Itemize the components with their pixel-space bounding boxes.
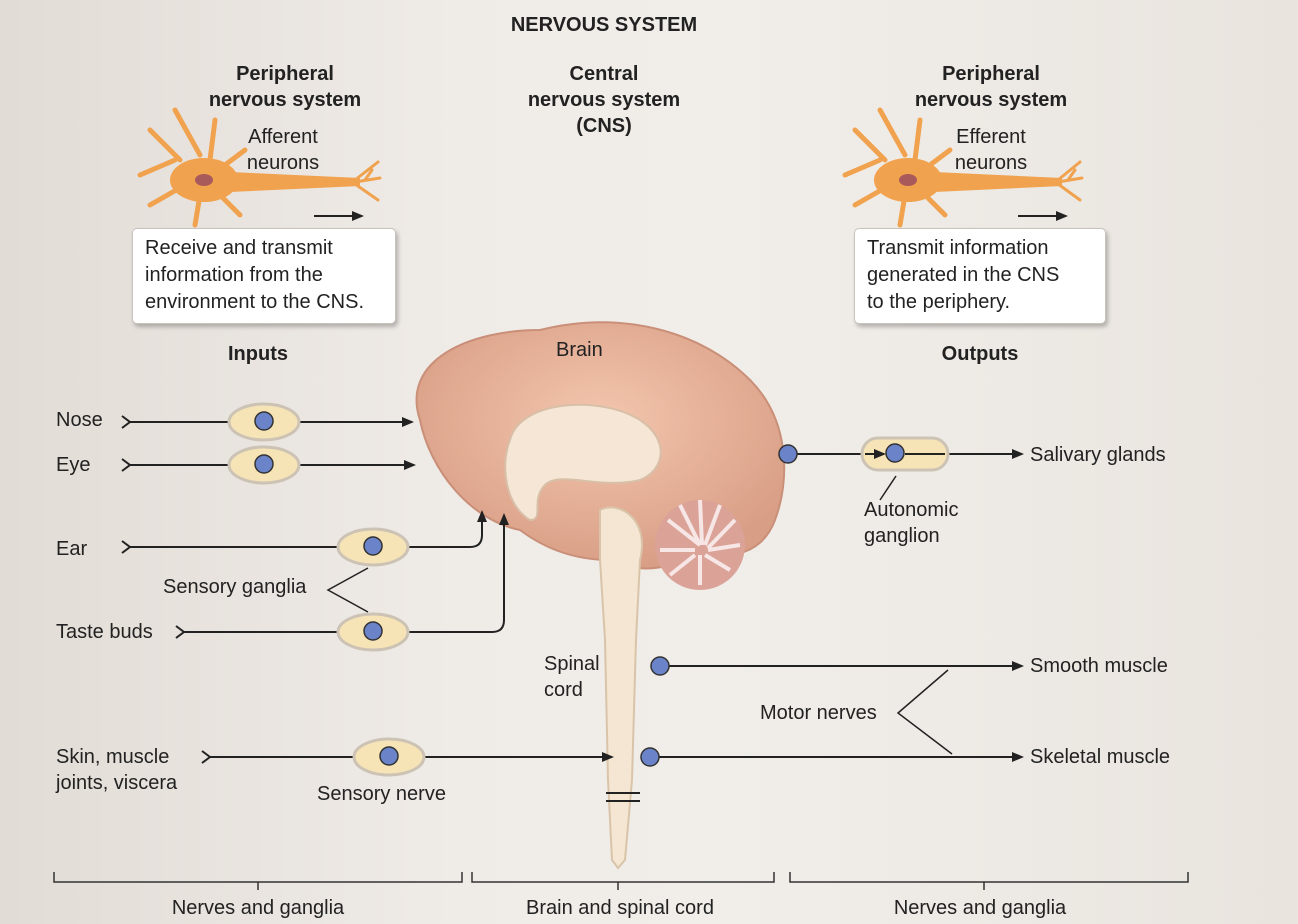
autonomic-ganglion-pointer bbox=[879, 475, 897, 501]
outputs-heading: Outputs bbox=[941, 343, 1019, 365]
spinal-cord-illustration bbox=[599, 506, 643, 870]
bracket-left bbox=[53, 872, 463, 890]
motor-nerves-pointer bbox=[896, 669, 953, 755]
input-label-nose: Nose bbox=[56, 409, 103, 431]
input-label-ear: Ear bbox=[56, 538, 88, 560]
efferent-neurons-label: Efferent neurons bbox=[954, 126, 1028, 174]
efferent-neuron-icon bbox=[842, 107, 1084, 228]
bracket-center bbox=[471, 872, 775, 890]
right-column-heading: Peripheral nervous system bbox=[914, 63, 1068, 111]
sensory-ganglion bbox=[336, 527, 410, 567]
afferent-neurons-label: Afferent neurons bbox=[246, 126, 320, 174]
diagram-title: NERVOUS SYSTEM bbox=[510, 14, 698, 36]
left-column-heading: Peripheral nervous system bbox=[208, 63, 362, 111]
cns-neuron-dot bbox=[650, 656, 670, 676]
bracket-label-left: Nerves and ganglia bbox=[171, 897, 345, 919]
brain-illustration bbox=[415, 321, 786, 590]
autonomic-ganglion bbox=[860, 436, 950, 472]
inputs-heading: Inputs bbox=[228, 343, 288, 365]
sensory-nerve-ganglion bbox=[352, 737, 426, 777]
spinal-cord-label: Spinal cord bbox=[544, 653, 600, 701]
efferent-description-box: Transmit information generated in the CN… bbox=[854, 228, 1106, 324]
cns-neuron-dot bbox=[778, 444, 798, 464]
input-label-skin: Skin, muscle joints, viscera bbox=[56, 746, 178, 794]
bracket-right bbox=[789, 872, 1189, 890]
sensory-ganglion bbox=[227, 445, 301, 485]
cns-neuron-dot bbox=[640, 747, 660, 767]
center-column-heading: Central nervous system (CNS) bbox=[527, 63, 681, 137]
motor-nerves-label: Motor nerves bbox=[760, 702, 877, 724]
afferent-description-box: Receive and transmit information from th… bbox=[132, 228, 396, 324]
sensory-ganglia-pointer bbox=[326, 567, 369, 613]
sensory-ganglia-label: Sensory ganglia bbox=[163, 576, 307, 598]
bracket-label-center: Brain and spinal cord bbox=[526, 897, 714, 919]
sensory-ganglion bbox=[227, 402, 301, 442]
sensory-ganglion bbox=[336, 612, 410, 652]
input-label-eye: Eye bbox=[56, 454, 91, 476]
output-label-smooth-muscle: Smooth muscle bbox=[1030, 655, 1168, 677]
input-label-taste-buds: Taste buds bbox=[56, 621, 153, 643]
output-label-salivary-glands: Salivary glands bbox=[1030, 444, 1166, 466]
brain-label: Brain bbox=[556, 339, 603, 361]
afferent-neuron-icon bbox=[137, 107, 382, 228]
autonomic-ganglion-label: Autonomic ganglion bbox=[864, 499, 959, 547]
output-label-skeletal-muscle: Skeletal muscle bbox=[1030, 746, 1171, 768]
sensory-nerve-label: Sensory nerve bbox=[317, 783, 446, 805]
bracket-label-right: Nerves and ganglia bbox=[893, 897, 1067, 919]
